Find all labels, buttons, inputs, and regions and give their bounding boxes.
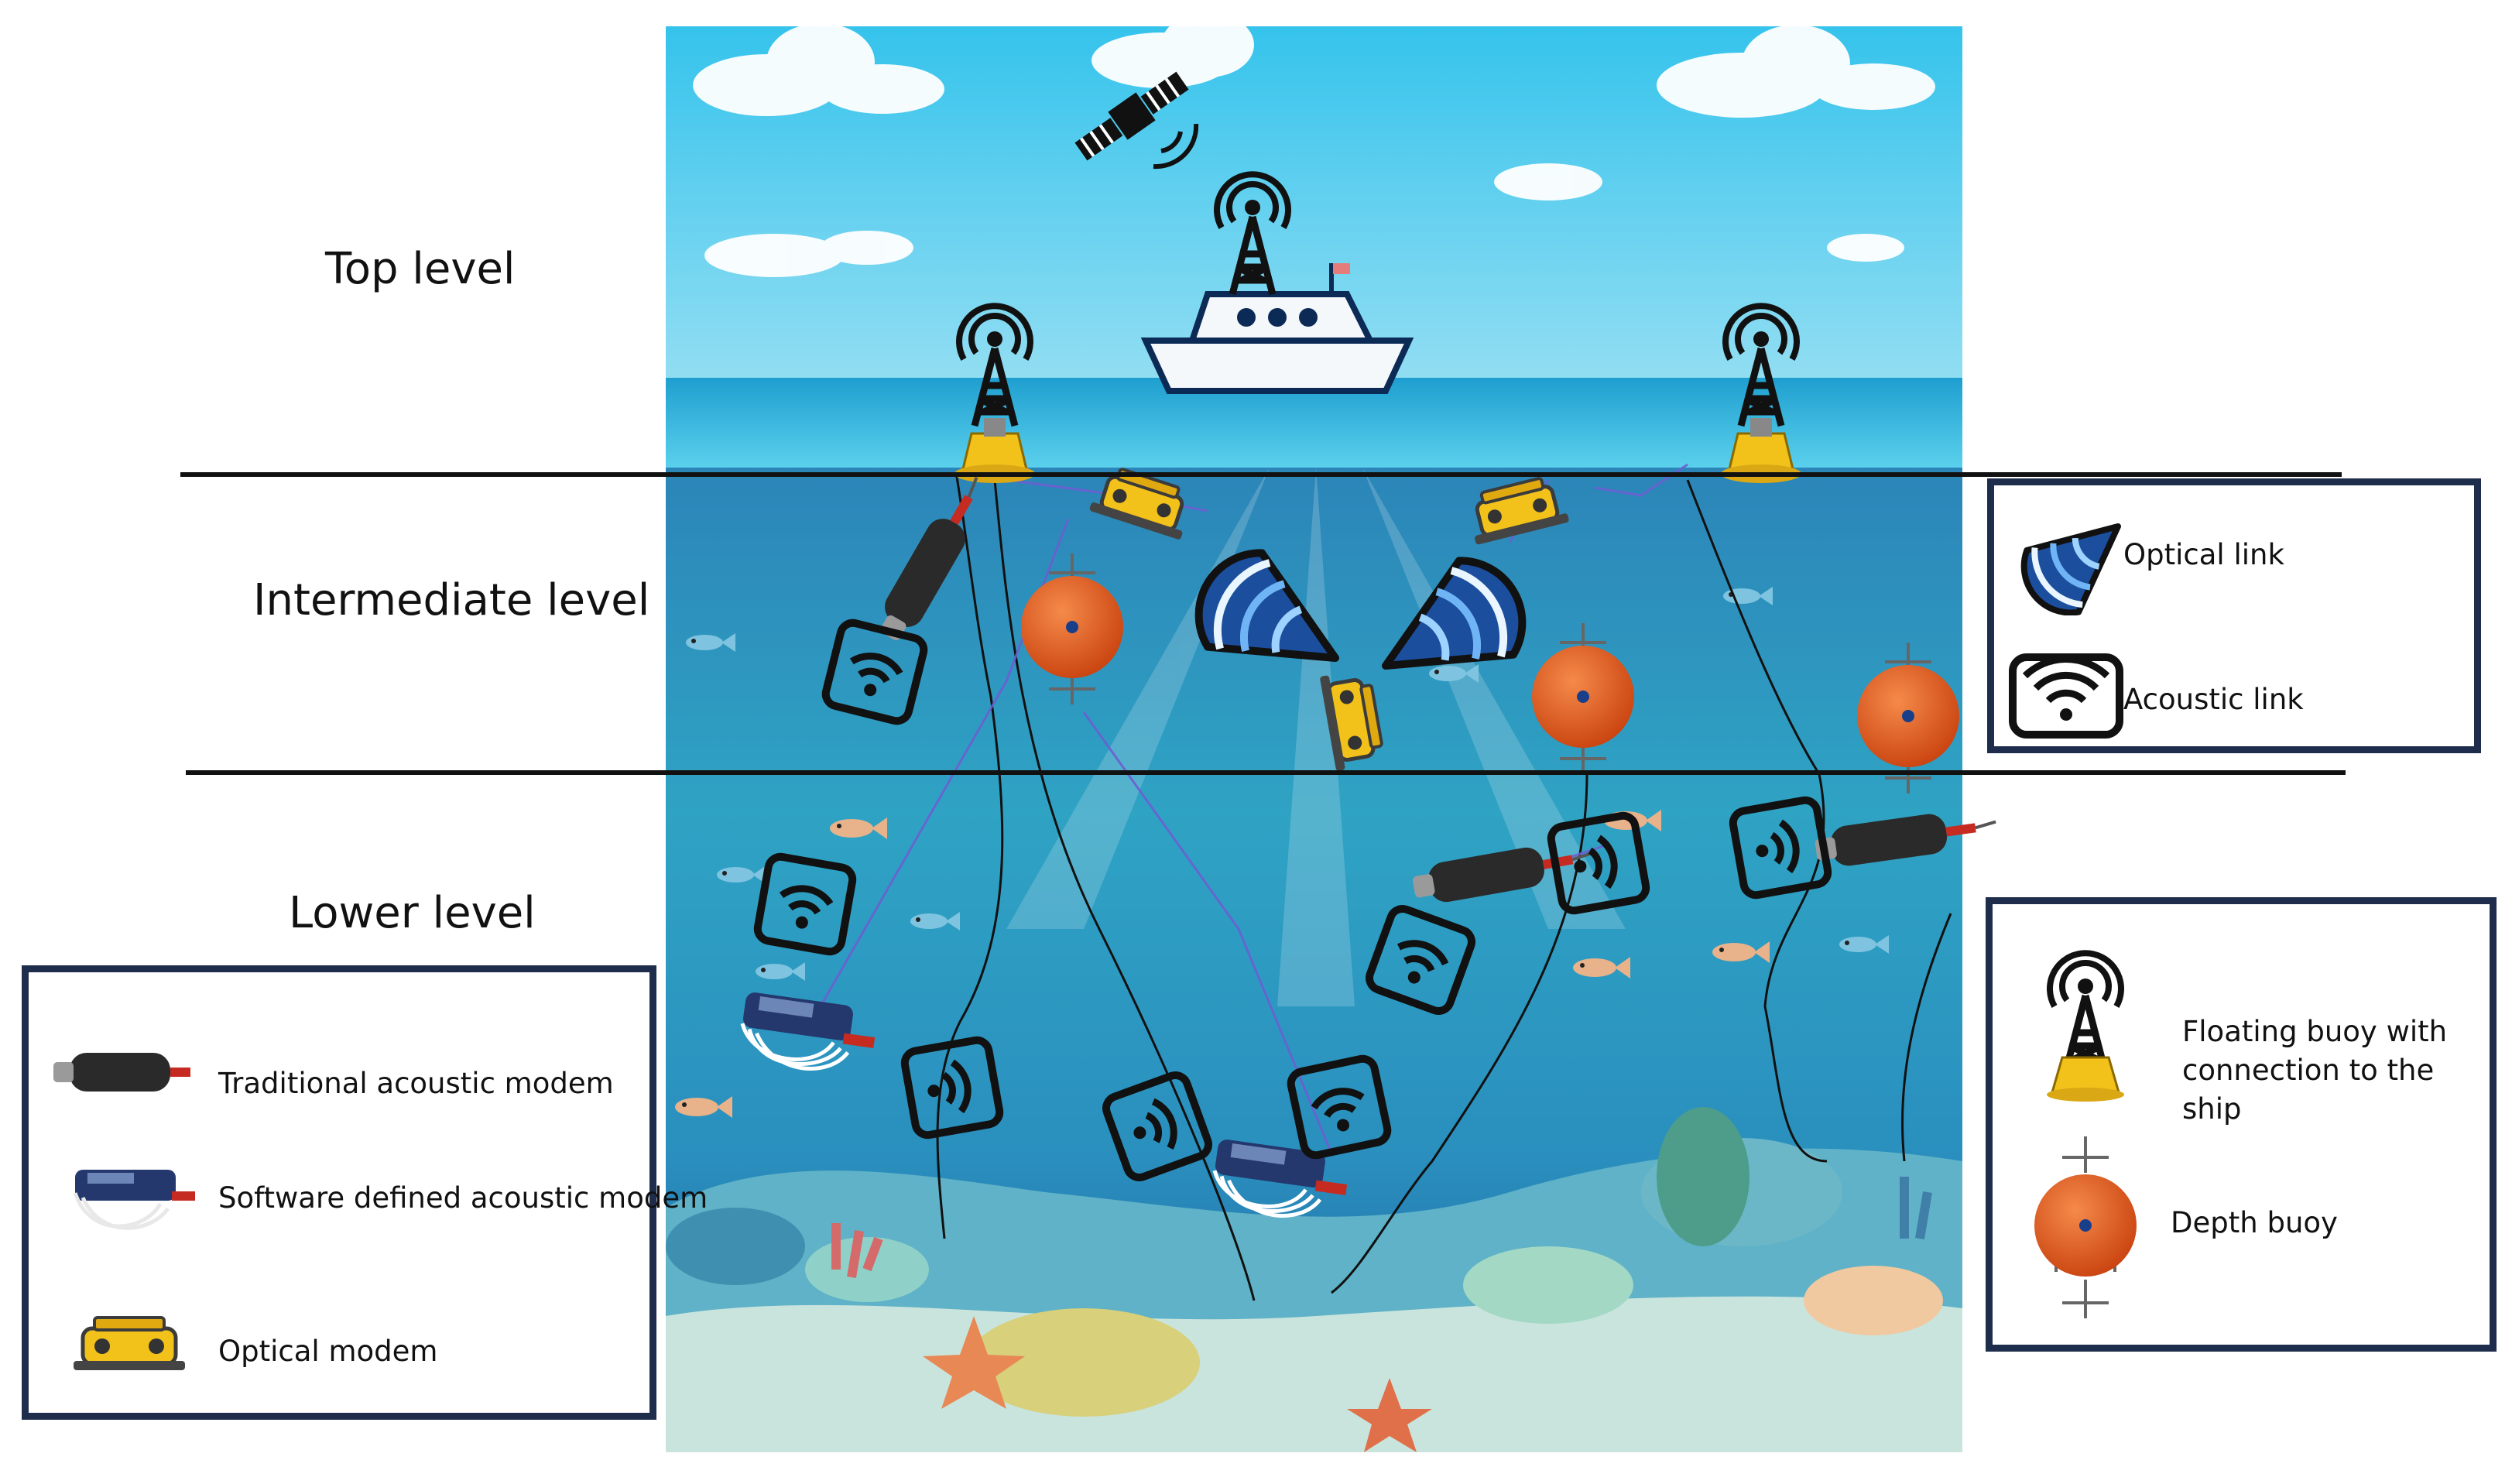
legend-floating-buoy-label: Floating buoy with connection to the shi… [2182, 1015, 2448, 1126]
legend-sd-modem-label: Software defined acoustic modem [218, 1181, 708, 1215]
legend-modems: Traditional acoustic modem Software defi… [22, 965, 708, 1420]
legend-optical-link-label: Optical link [2123, 538, 2284, 571]
satellite-signal [1153, 123, 1199, 170]
legend-acoustic-link-label: Acoustic link [2123, 683, 2304, 716]
scene-illustration [666, 12, 2001, 1452]
level-label-intermediate: Intermediate level [253, 575, 650, 625]
legend-depth-buoy-label: Depth buoy [2171, 1206, 2338, 1239]
legend-links: Optical link Acoustic link [1987, 478, 2481, 753]
depth-buoy-icon [2034, 1136, 2137, 1318]
optical-modem-icon [74, 1316, 185, 1370]
level-label-top: Top level [325, 244, 516, 294]
seabed [666, 1107, 1962, 1452]
optical-link-icon [2020, 523, 2121, 615]
ship [1140, 263, 1414, 394]
legend-buoys: Floating buoy with connection to the shi… [1986, 897, 2497, 1352]
traditional-modem-icon [53, 1053, 190, 1092]
legend-traditional-modem-label: Traditional acoustic modem [218, 1067, 614, 1100]
satellite-icon [1074, 71, 1189, 161]
clouds [693, 12, 1935, 277]
level-label-lower: Lower level [289, 888, 536, 938]
software-defined-modem-icon [73, 1170, 195, 1230]
floating-buoy-icon [2047, 950, 2124, 1102]
legend-optical-modem-label: Optical modem [218, 1335, 438, 1368]
acoustic-link-icon [2009, 653, 2123, 739]
cables [936, 471, 1952, 1301]
